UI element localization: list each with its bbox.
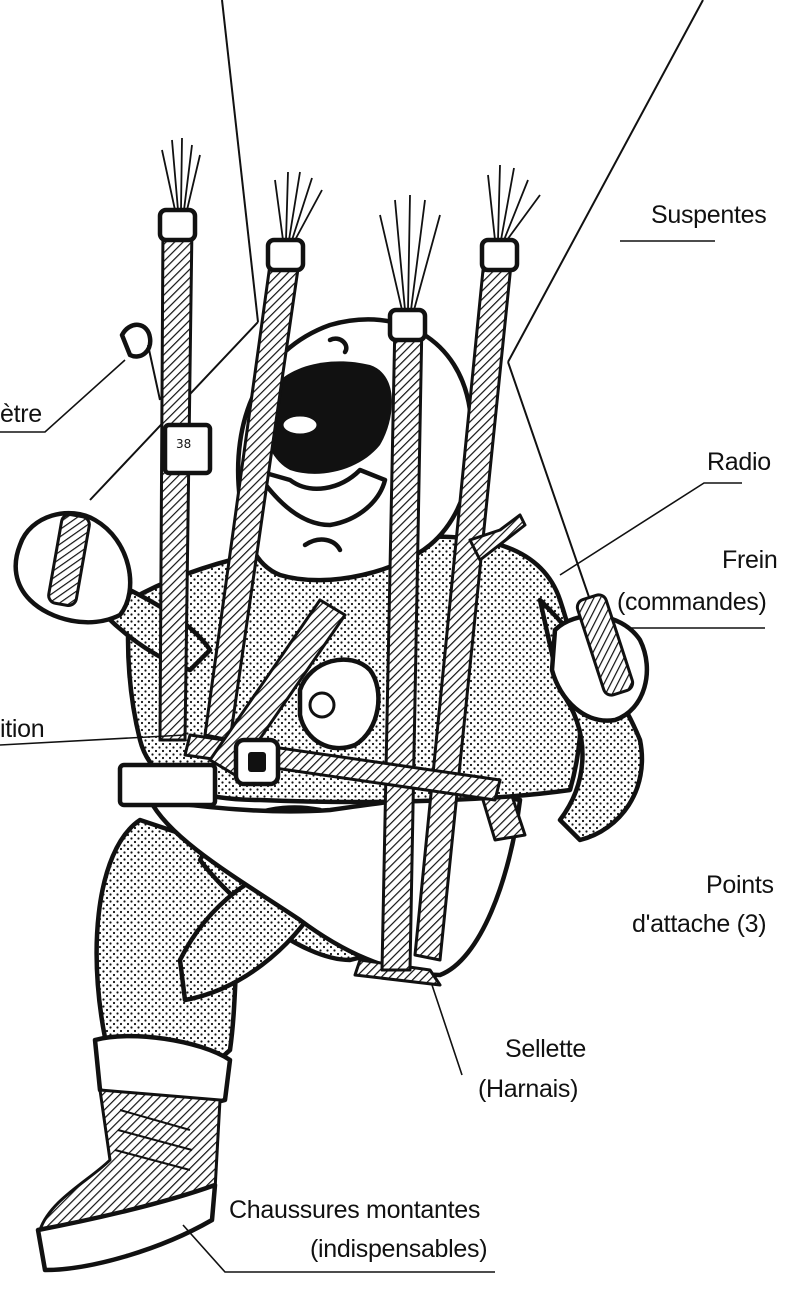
brake-line-left xyxy=(222,0,258,322)
label-frein-line2: (commandes) xyxy=(617,588,767,616)
brake-line-right xyxy=(508,0,703,362)
label-position: ition xyxy=(0,715,44,743)
boot xyxy=(38,1036,230,1270)
label-altimetre: ètre xyxy=(0,400,42,428)
leader-radio xyxy=(560,483,742,575)
pilot-illustration: 38 xyxy=(16,0,703,1270)
label-chaussures-line2: (indispensables) xyxy=(310,1235,487,1263)
label-points-line2: d'attache (3) xyxy=(632,910,766,938)
label-sellette-line2: (Harnais) xyxy=(478,1075,578,1103)
label-chaussures-line1: Chaussures montantes xyxy=(229,1196,480,1224)
label-suspentes: Suspentes xyxy=(651,201,766,229)
label-frein-line1: Frein xyxy=(722,546,777,574)
label-points-line1: Points xyxy=(706,871,774,899)
label-sellette-line1: Sellette xyxy=(505,1035,586,1063)
svg-text:38: 38 xyxy=(176,437,191,451)
leader-sellette xyxy=(432,985,462,1075)
label-radio: Radio xyxy=(707,448,771,476)
left-hand-brake xyxy=(16,513,131,622)
